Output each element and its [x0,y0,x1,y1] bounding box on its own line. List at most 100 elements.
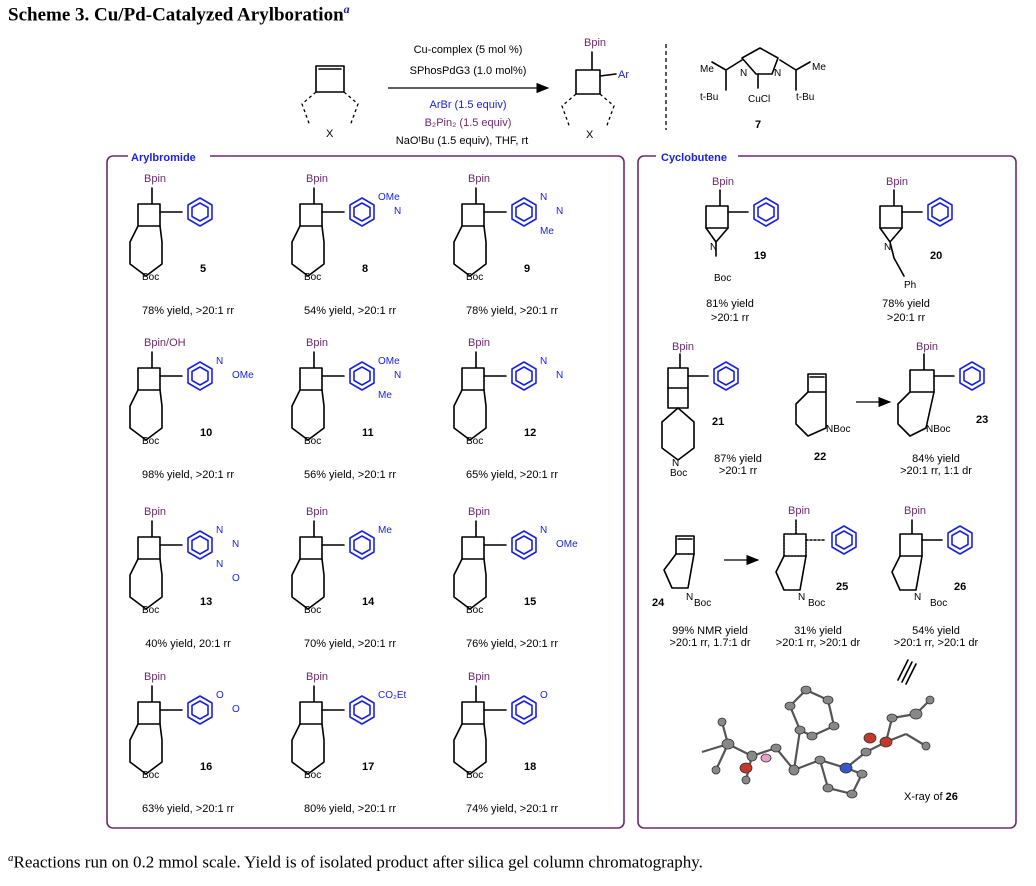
condition-pd: SPhosPdG3 (1.0 mol%) [410,65,527,77]
c25-bpin: Bpin [788,505,810,517]
c18-id: 18 [524,761,536,773]
c15-substituent: N [540,525,547,536]
condition-arbr: ArBr (1.5 equiv) [429,99,506,111]
c11-aryl-ring [349,361,375,391]
cat-me-left: Me [700,64,714,75]
cat-n-left: N [740,68,747,79]
c16-yield: 63% yield, >20:1 rr [142,803,234,815]
c11-cyclobutane [299,351,323,391]
c11-yield: 56% yield, >20:1 rr [304,469,396,481]
product-general: Bpin Ar X [561,37,629,141]
c21-rr: >20:1 rr [719,465,758,477]
c15-aryl-ring [511,530,537,560]
c11-id: 11 [362,427,374,439]
xray-label: X-ray of 26 [904,791,958,803]
title-footnote-mark: a [343,2,350,16]
c17-piperidine [291,723,325,775]
c17-yield: 80% yield, >20:1 rr [304,803,396,815]
c12-id: 12 [524,427,536,439]
cat-number: 7 [755,119,761,131]
compound-19: Bpin N Boc 19 81% yield >20:1 rr [705,176,779,324]
c16-piperidine [129,723,163,775]
c8-substituent: OMe [378,192,400,203]
c26-bpin: Bpin [904,505,926,517]
c17-substituent: CO₂Et [378,690,407,701]
compound-21: Bpin N Boc 21 87% yield >20:1 rr [661,341,762,479]
c15-substituent: OMe [556,539,578,550]
c26-rr-dr: >20:1 rr, >20:1 dr [894,637,979,649]
c8-yield: 54% yield, >20:1 rr [304,305,396,317]
c15-yield: 76% yield, >20:1 rr [466,638,558,650]
c12-top-label: Bpin [468,337,490,349]
c13-aryl-ring [187,530,213,560]
c10-substituent: N [216,356,223,367]
c14-aryl-ring [349,530,375,560]
c21-id: 21 [712,416,724,428]
c16-substituent: O [232,704,240,715]
c9-substituent: Me [540,226,554,237]
c14-cyclobutane [299,520,323,560]
c14-top-label: Bpin [306,506,328,518]
c20-bpin: Bpin [886,176,908,188]
footnote-text: Reactions run on 0.2 mmol scale. Yield i… [13,852,703,872]
c5-aryl-ring [187,197,213,227]
c21-n: N [672,458,679,469]
c14-piperidine [291,558,325,610]
c26-boc: Boc [930,598,947,609]
c11-substituent: OMe [378,356,400,367]
c20-yield: 78% yield [882,298,930,310]
c25-boc: Boc [808,598,825,609]
c17-aryl-ring [349,695,375,725]
c26-yield: 54% yield [912,625,960,637]
c10-piperidine [129,389,163,441]
c18-aryl-ring [511,695,537,725]
c23-yield: 84% yield [912,453,960,465]
c15-cyclobutane [461,520,485,560]
c10-id: 10 [200,427,212,439]
compound-24: N Boc 24 99% NMR yield >20:1 rr, 1.7:1 d… [652,535,751,649]
c13-n-label: Boc [142,605,159,616]
c8-cyclobutane [299,187,323,227]
c13-cyclobutane [137,520,161,560]
c14-substituent: Me [378,525,392,536]
c5-yield: 78% yield, >20:1 rr [142,305,234,317]
c10-aryl-ring [187,361,213,391]
product-ar: Ar [618,69,629,81]
c18-yield: 74% yield, >20:1 rr [466,803,558,815]
c9-yield: 78% yield, >20:1 rr [466,305,558,317]
c25-yield: 31% yield [794,625,842,637]
c9-substituent: N [540,192,547,203]
c12-n-label: Boc [466,436,483,447]
c8-piperidine [291,225,325,277]
c24-boc: Boc [694,598,711,609]
c16-substituent: O [216,690,224,701]
c23-nboc: NBoc [926,424,950,435]
c20-n: N [884,242,891,253]
cat-me-right: Me [812,62,826,73]
c14-n-label: Boc [304,605,321,616]
c15-id: 15 [524,596,536,608]
c10-substituent: OMe [232,370,254,381]
c15-piperidine [453,558,487,610]
c10-cyclobutane [137,351,161,391]
compound-22: NBoc 22 [795,373,850,463]
c8-aryl-ring [349,197,375,227]
c11-piperidine [291,389,325,441]
c9-top-label: Bpin [468,173,490,185]
c19-n: N [710,242,717,253]
c19-id: 19 [754,250,766,262]
c22-id: 22 [814,451,826,463]
c19-rr: >20:1 rr [711,312,750,324]
c18-n-label: Boc [466,770,483,781]
sm-x-label: X [326,128,334,140]
c11-n-label: Boc [304,436,321,447]
c13-id: 13 [200,596,212,608]
